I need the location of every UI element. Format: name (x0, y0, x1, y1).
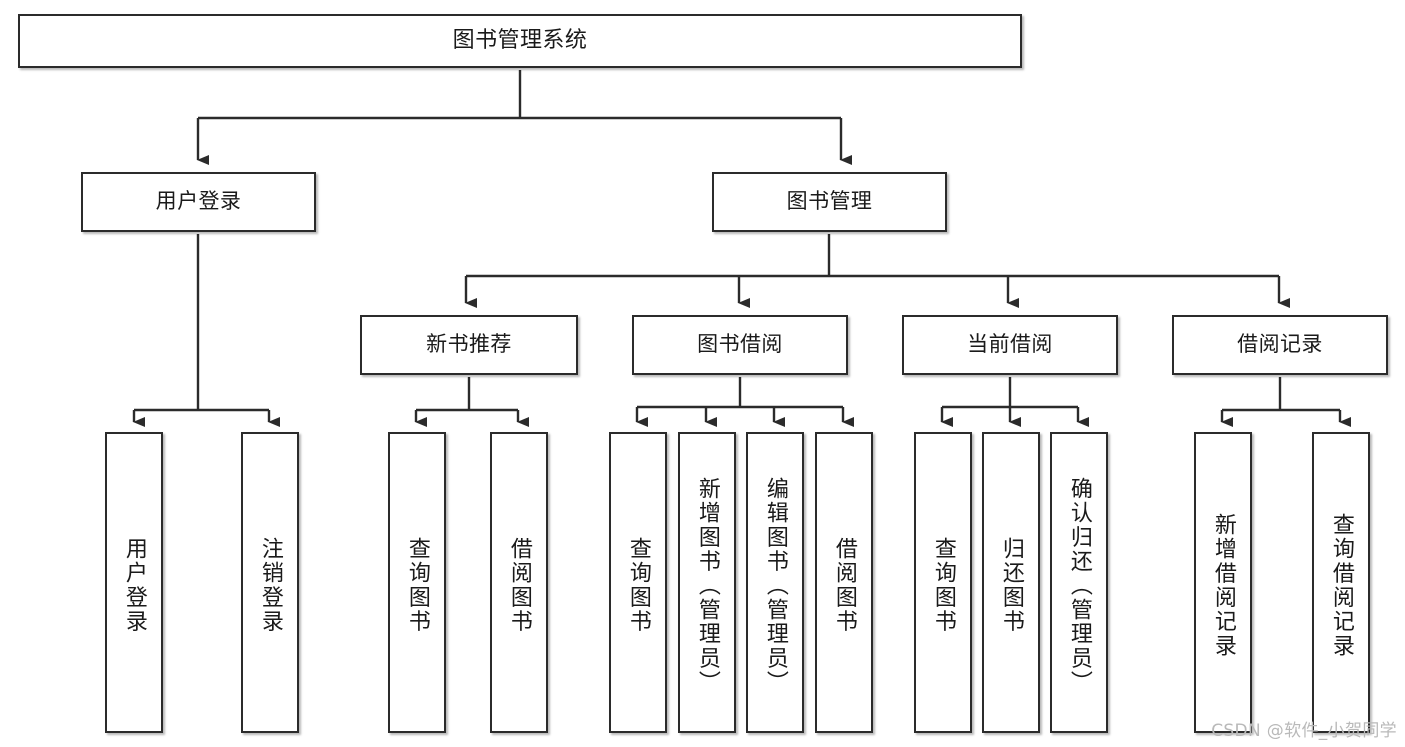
node-label: 注销登录 (257, 537, 283, 634)
node-label: 图书管理系统 (452, 27, 588, 53)
node-label: 归还图书 (998, 537, 1024, 634)
leaf-query-record[interactable]: 查询借阅记录 (1312, 432, 1370, 733)
node-label: 查询图书 (930, 537, 956, 634)
node-label: 确认归还（管理员） (1066, 476, 1092, 695)
leaf-confirm-return[interactable]: 确认归还（管理员） (1050, 432, 1108, 733)
node-label: 用户登录 (121, 537, 147, 634)
node-label: 新增借阅记录 (1210, 512, 1236, 659)
leaf-query-book-2[interactable]: 查询图书 (609, 432, 667, 733)
node-label: 借阅图书 (506, 537, 532, 634)
node-user-login[interactable]: 用户登录 (81, 172, 316, 232)
leaf-edit-book[interactable]: 编辑图书（管理员） (746, 432, 804, 733)
watermark: CSDN @软件_小贺同学 (1211, 721, 1397, 741)
node-book-manage[interactable]: 图书管理 (712, 172, 947, 232)
node-current-borrow[interactable]: 当前借阅 (902, 315, 1118, 375)
node-root-book-management-system[interactable]: 图书管理系统 (18, 14, 1022, 68)
node-label: 查询图书 (625, 537, 651, 634)
node-label: 用户登录 (155, 189, 242, 214)
node-label: 借阅记录 (1237, 332, 1323, 357)
leaf-return-book[interactable]: 归还图书 (982, 432, 1040, 733)
node-new-book-recommend[interactable]: 新书推荐 (360, 315, 578, 375)
leaf-borrow-book-2[interactable]: 借阅图书 (815, 432, 873, 733)
leaf-logout[interactable]: 注销登录 (241, 432, 299, 733)
node-book-borrow[interactable]: 图书借阅 (632, 315, 848, 375)
node-label: 新增图书（管理员） (694, 476, 720, 695)
node-label: 编辑图书（管理员） (762, 476, 788, 695)
leaf-add-record[interactable]: 新增借阅记录 (1194, 432, 1252, 733)
leaf-query-book-3[interactable]: 查询图书 (914, 432, 972, 733)
node-label: 当前借阅 (967, 332, 1053, 357)
leaf-borrow-book-1[interactable]: 借阅图书 (490, 432, 548, 733)
leaf-user-login[interactable]: 用户登录 (105, 432, 163, 733)
node-label: 图书管理 (786, 189, 873, 214)
leaf-query-book-1[interactable]: 查询图书 (388, 432, 446, 733)
node-label: 查询借阅记录 (1328, 512, 1354, 659)
node-borrow-record[interactable]: 借阅记录 (1172, 315, 1388, 375)
leaf-add-book[interactable]: 新增图书（管理员） (678, 432, 736, 733)
node-label: 新书推荐 (426, 332, 512, 357)
node-label: 借阅图书 (831, 537, 857, 634)
node-label: 图书借阅 (697, 332, 783, 357)
node-label: 查询图书 (404, 537, 430, 634)
